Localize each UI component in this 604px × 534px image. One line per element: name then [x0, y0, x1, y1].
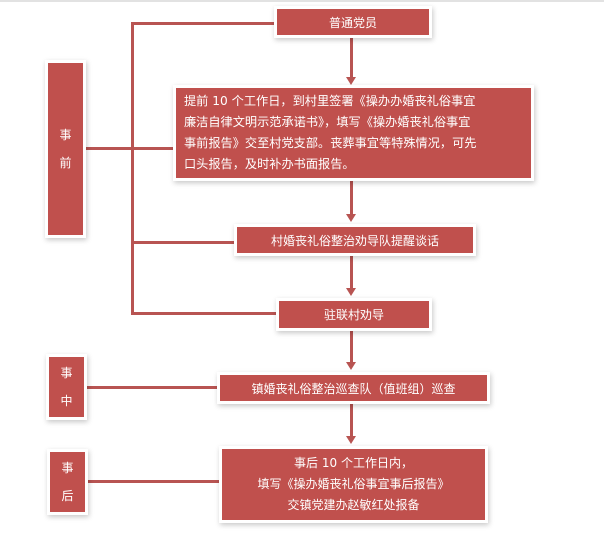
step-village-talk: 村婚丧礼俗整治劝导队提醒谈话 [237, 227, 473, 253]
pre-report-line-3: 事前报告》交至村党支部。丧葬事宜等特殊情况，可先 [184, 136, 477, 150]
post-report-line-1: 事后 10 个工作日内， [294, 456, 413, 470]
arrow-shaft-1 [350, 35, 353, 79]
arrow-shaft-5 [350, 401, 353, 438]
bracket-to-guidance-line [131, 312, 279, 315]
post-report-line-3: 交镇党建办赵敏红处报备 [287, 498, 420, 512]
arrow-down-icon [346, 77, 356, 85]
phase-after: 事 后 [50, 452, 85, 512]
step-pre-report: 提前 10 个工作日，到村里签署《操办办婚丧礼俗事宜 廉洁自律文明示范承诺书》，… [176, 88, 531, 178]
bracket-to-member-line [131, 22, 277, 25]
pre-report-line-2: 廉洁自律文明示范承诺书》，填写《操办婚丧礼俗事宜 [184, 115, 471, 129]
arrow-shaft-2 [350, 178, 353, 216]
step-village-guidance: 驻联村劝导 [279, 301, 429, 328]
phase-before: 事 前 [48, 63, 83, 235]
bracket-vertical-line [131, 22, 134, 314]
top-border [0, 0, 604, 2]
arrow-shaft-4 [350, 328, 353, 364]
pre-report-line-4: 口头报告，及时补办书面报告。 [184, 157, 355, 171]
arrow-down-icon [346, 214, 356, 222]
arrow-down-icon [346, 288, 356, 296]
step-post-report: 事后 10 个工作日内， 填写《操办婚丧礼俗事宜事后报告》 交镇党建办赵敏红处报… [222, 449, 485, 520]
post-phase-to-report-line [85, 480, 222, 483]
arrow-shaft-3 [350, 253, 353, 290]
step-village-talk-label: 村婚丧礼俗整治劝导队提醒谈话 [270, 233, 439, 248]
post-report-line-2: 填写《操办婚丧礼俗事宜事后报告》 [257, 477, 450, 491]
step-town-patrol-label: 镇婚丧礼俗整治巡查队（值班组）巡查 [251, 381, 456, 396]
phase-during: 事 中 [49, 357, 84, 417]
step-party-member-label: 普通党员 [328, 15, 377, 30]
phase-during-char-2: 中 [60, 394, 73, 408]
arrow-down-icon [346, 436, 356, 444]
pre-report-line-1: 提前 10 个工作日，到村里签署《操办办婚丧礼俗事宜 [184, 94, 476, 108]
mid-phase-to-patrol-line [84, 386, 220, 389]
step-village-guidance-label: 驻联村劝导 [323, 308, 384, 322]
pre-phase-to-report-line [83, 147, 176, 150]
phase-during-char-1: 事 [60, 366, 73, 380]
step-party-member: 普通党员 [277, 9, 429, 35]
phase-after-char-2: 后 [61, 489, 74, 503]
bracket-to-talk-line [131, 241, 237, 244]
phase-after-char-1: 事 [61, 461, 74, 475]
phase-before-char-1: 事 [59, 128, 72, 142]
arrow-down-icon [346, 362, 356, 370]
step-town-patrol: 镇婚丧礼俗整治巡查队（值班组）巡查 [220, 375, 487, 401]
phase-before-char-2: 前 [59, 156, 72, 170]
